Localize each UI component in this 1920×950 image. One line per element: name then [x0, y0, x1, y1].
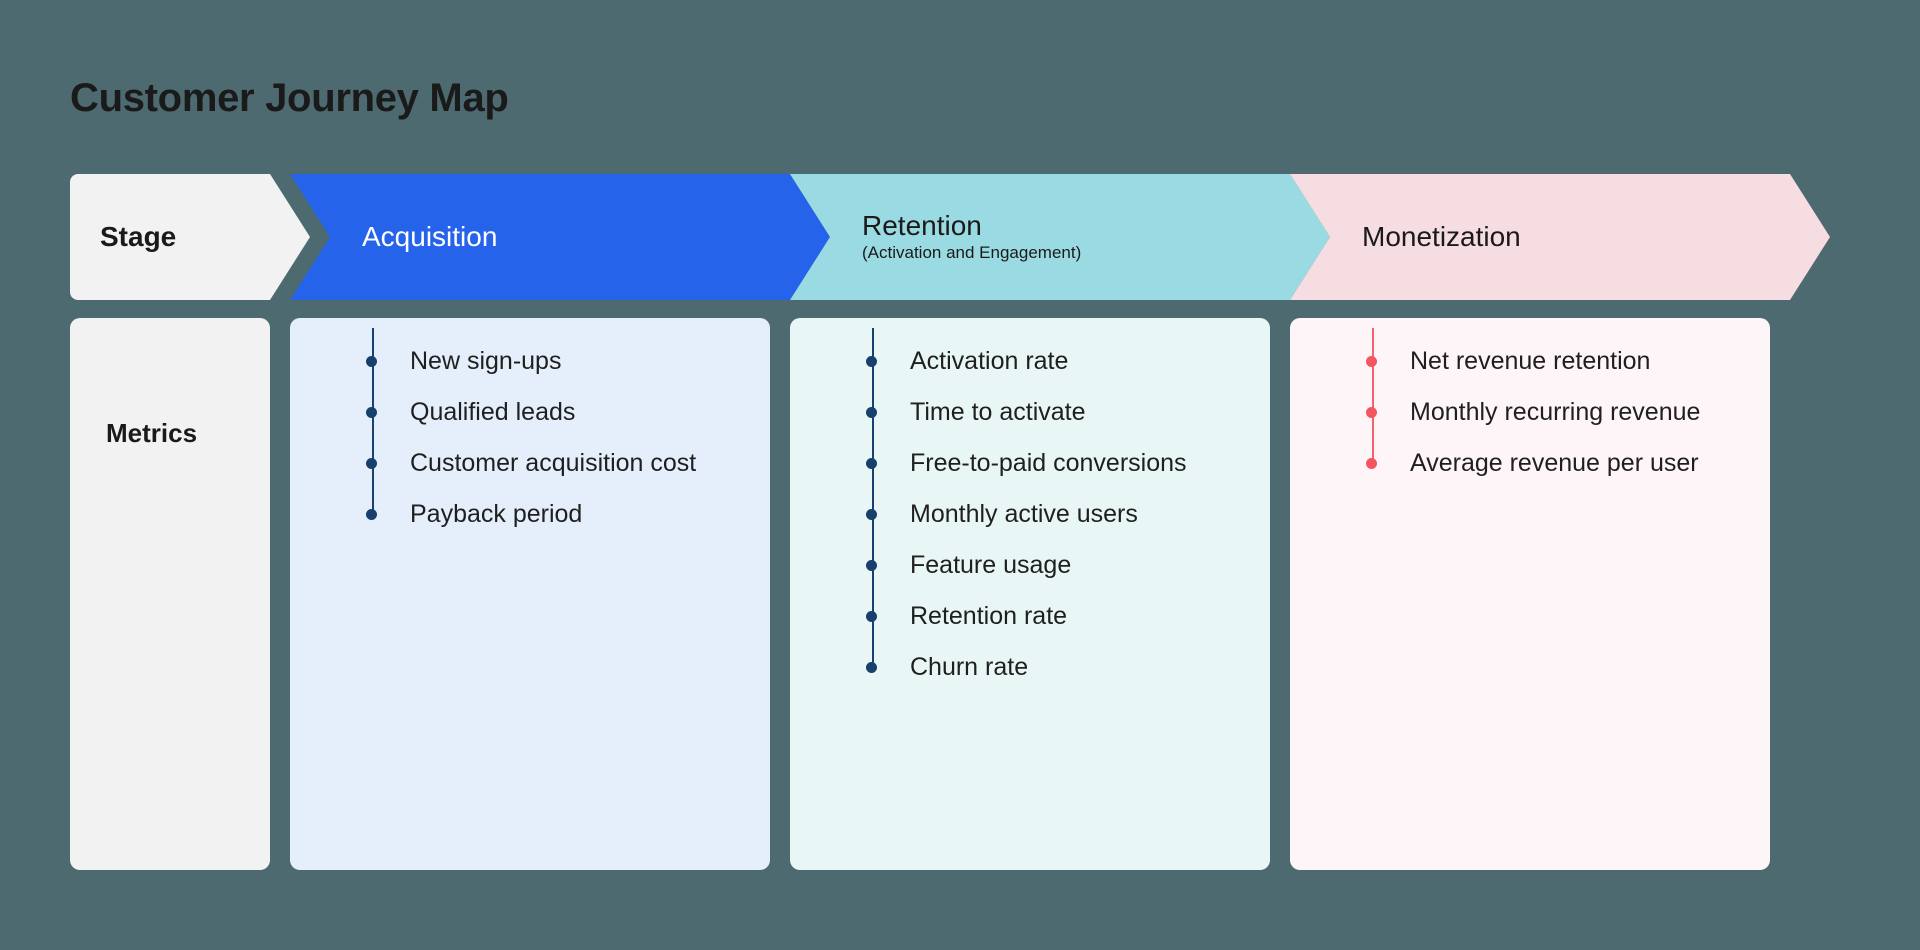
- metric-label: Retention rate: [910, 602, 1068, 630]
- metric-label: Qualified leads: [410, 398, 576, 426]
- metric-bullet-icon: [366, 458, 377, 469]
- metrics-connector-line: [372, 327, 374, 515]
- stage-chevron-retention[interactable]: Retention(Activation and Engagement): [790, 174, 1330, 300]
- metric-label: Free-to-paid conversions: [910, 449, 1187, 477]
- metrics-connector-line: [1372, 327, 1374, 464]
- metric-bullet-icon: [366, 509, 377, 520]
- page-title: Customer Journey Map: [70, 76, 509, 120]
- stage-chevron-label: Retention: [862, 210, 982, 242]
- metric-item: Payback period: [290, 499, 770, 530]
- metric-bullet-icon: [1366, 356, 1377, 367]
- metric-item: Time to activate: [790, 397, 1270, 428]
- stage-chevron-sublabel: (Activation and Engagement): [862, 243, 1082, 263]
- metric-bullet-icon: [866, 356, 877, 367]
- metric-label: Churn rate: [910, 653, 1029, 681]
- metric-label: Customer acquisition cost: [410, 449, 697, 477]
- metric-label: Average revenue per user: [1410, 449, 1699, 477]
- stage-chevron-acquisition[interactable]: Acquisition: [290, 174, 830, 300]
- metric-bullet-icon: [1366, 458, 1377, 469]
- metric-item: Activation rate: [790, 346, 1270, 377]
- metric-item: Monthly active users: [790, 499, 1270, 530]
- metric-bullet-icon: [866, 407, 877, 418]
- metric-item: Free-to-paid conversions: [790, 448, 1270, 479]
- metric-bullet-icon: [366, 407, 377, 418]
- metrics-row-label-panel: Metrics: [70, 318, 270, 870]
- metric-item: Qualified leads: [290, 397, 770, 428]
- metric-bullet-icon: [866, 611, 877, 622]
- metric-item: Feature usage: [790, 550, 1270, 581]
- metric-item: Average revenue per user: [1290, 448, 1770, 479]
- metric-label: Payback period: [410, 500, 583, 528]
- metric-label: Activation rate: [910, 347, 1069, 375]
- metric-bullet-icon: [366, 356, 377, 367]
- metric-bullet-icon: [866, 509, 877, 520]
- metric-bullet-icon: [866, 458, 877, 469]
- stage-chevron-label: Monetization: [1362, 221, 1521, 253]
- stage-row-label-cell: Stage: [70, 174, 310, 300]
- metric-label: Monthly active users: [910, 500, 1138, 528]
- metric-bullet-icon: [1366, 407, 1377, 418]
- metrics-connector-line: [872, 327, 874, 668]
- metric-label: Monthly recurring revenue: [1410, 398, 1701, 426]
- stage-chevron-label: Acquisition: [362, 221, 498, 253]
- metric-bullet-icon: [866, 662, 877, 673]
- metric-label: New sign-ups: [410, 347, 562, 375]
- metric-label: Net revenue retention: [1410, 347, 1651, 375]
- metric-bullet-icon: [866, 560, 877, 571]
- stage-chevron-monetization[interactable]: Monetization: [1290, 174, 1830, 300]
- metric-item: Retention rate: [790, 601, 1270, 632]
- metric-item: Customer acquisition cost: [290, 448, 770, 479]
- metric-item: Monthly recurring revenue: [1290, 397, 1770, 428]
- stage-header-row: Stage Acquisition Retention(Activation and…: [70, 174, 1850, 300]
- metric-item: New sign-ups: [290, 346, 770, 377]
- metric-label: Feature usage: [910, 551, 1072, 579]
- stage-row-label: Stage: [100, 221, 177, 253]
- metric-item: Net revenue retention: [1290, 346, 1770, 377]
- metric-item: Churn rate: [790, 652, 1270, 683]
- metric-label: Time to activate: [910, 398, 1086, 426]
- metrics-row-label: Metrics: [106, 418, 198, 448]
